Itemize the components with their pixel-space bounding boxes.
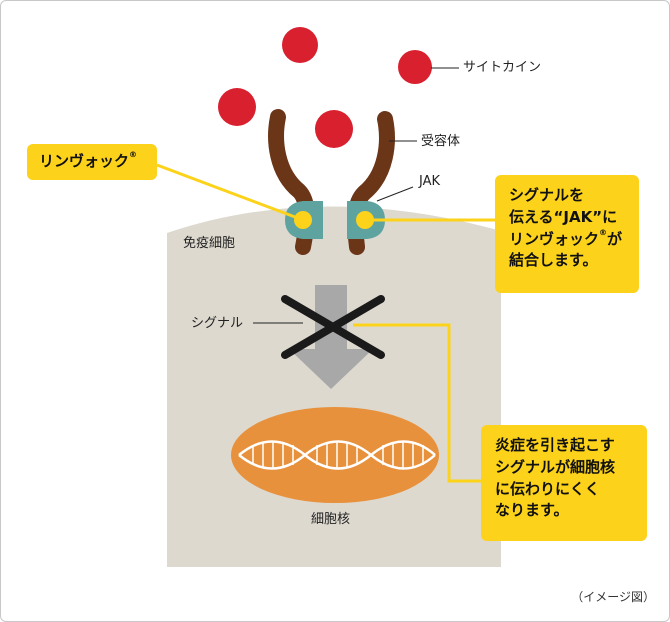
- callout-line: 結合します。: [509, 251, 598, 270]
- image-caption: （イメージ図）: [571, 590, 655, 604]
- signal-arrow: [289, 285, 373, 389]
- callout-line: シグナルが細胞核: [495, 457, 616, 476]
- drug-leader-left: [156, 163, 304, 222]
- callout-line: に伝わりにくく: [495, 479, 600, 498]
- drug-name: リンヴォック: [39, 152, 130, 170]
- signal-block-callout: 炎症を引き起こす シグナルが細胞核 に伝わりにくく なります。: [481, 425, 647, 541]
- cytokine: [315, 110, 353, 148]
- drug-callout: リンヴォック®: [27, 144, 157, 180]
- block-leader: [353, 323, 481, 483]
- cytokine: [398, 50, 432, 84]
- cytokine: [282, 27, 318, 63]
- block-cross: [281, 295, 385, 359]
- cytokine: [218, 88, 256, 126]
- callout-line: 炎症を引き起こす: [495, 436, 615, 454]
- registered-mark: ®: [599, 227, 608, 237]
- drug-name: リンヴォック: [509, 229, 600, 248]
- cytokine-label: サイトカイン: [463, 60, 542, 75]
- nucleus-label: 細胞核: [311, 512, 351, 527]
- callout-line: シグナルを: [509, 186, 585, 204]
- callout-line: なります。: [495, 501, 569, 520]
- cell-nucleus: [231, 407, 439, 503]
- callout-text: が: [607, 229, 623, 248]
- jak-binding-callout: シグナルを 伝える“JAK”に リンヴォック®が 結合します。: [495, 175, 639, 293]
- jak-leader: [376, 186, 414, 202]
- dna-strand: [238, 440, 436, 470]
- dna-strand: [238, 440, 436, 470]
- jak-label: JAK: [419, 174, 441, 189]
- callout-line: リンヴォック®が: [509, 227, 625, 251]
- registered-mark: ®: [129, 150, 138, 159]
- dna-rungs: [252, 442, 424, 468]
- immune-cell-label: 免疫細胞: [183, 236, 236, 251]
- receptor-label: 受容体: [421, 134, 461, 149]
- signal-label: シグナル: [191, 316, 244, 331]
- callout-line: 伝える“JAK”に: [509, 207, 618, 226]
